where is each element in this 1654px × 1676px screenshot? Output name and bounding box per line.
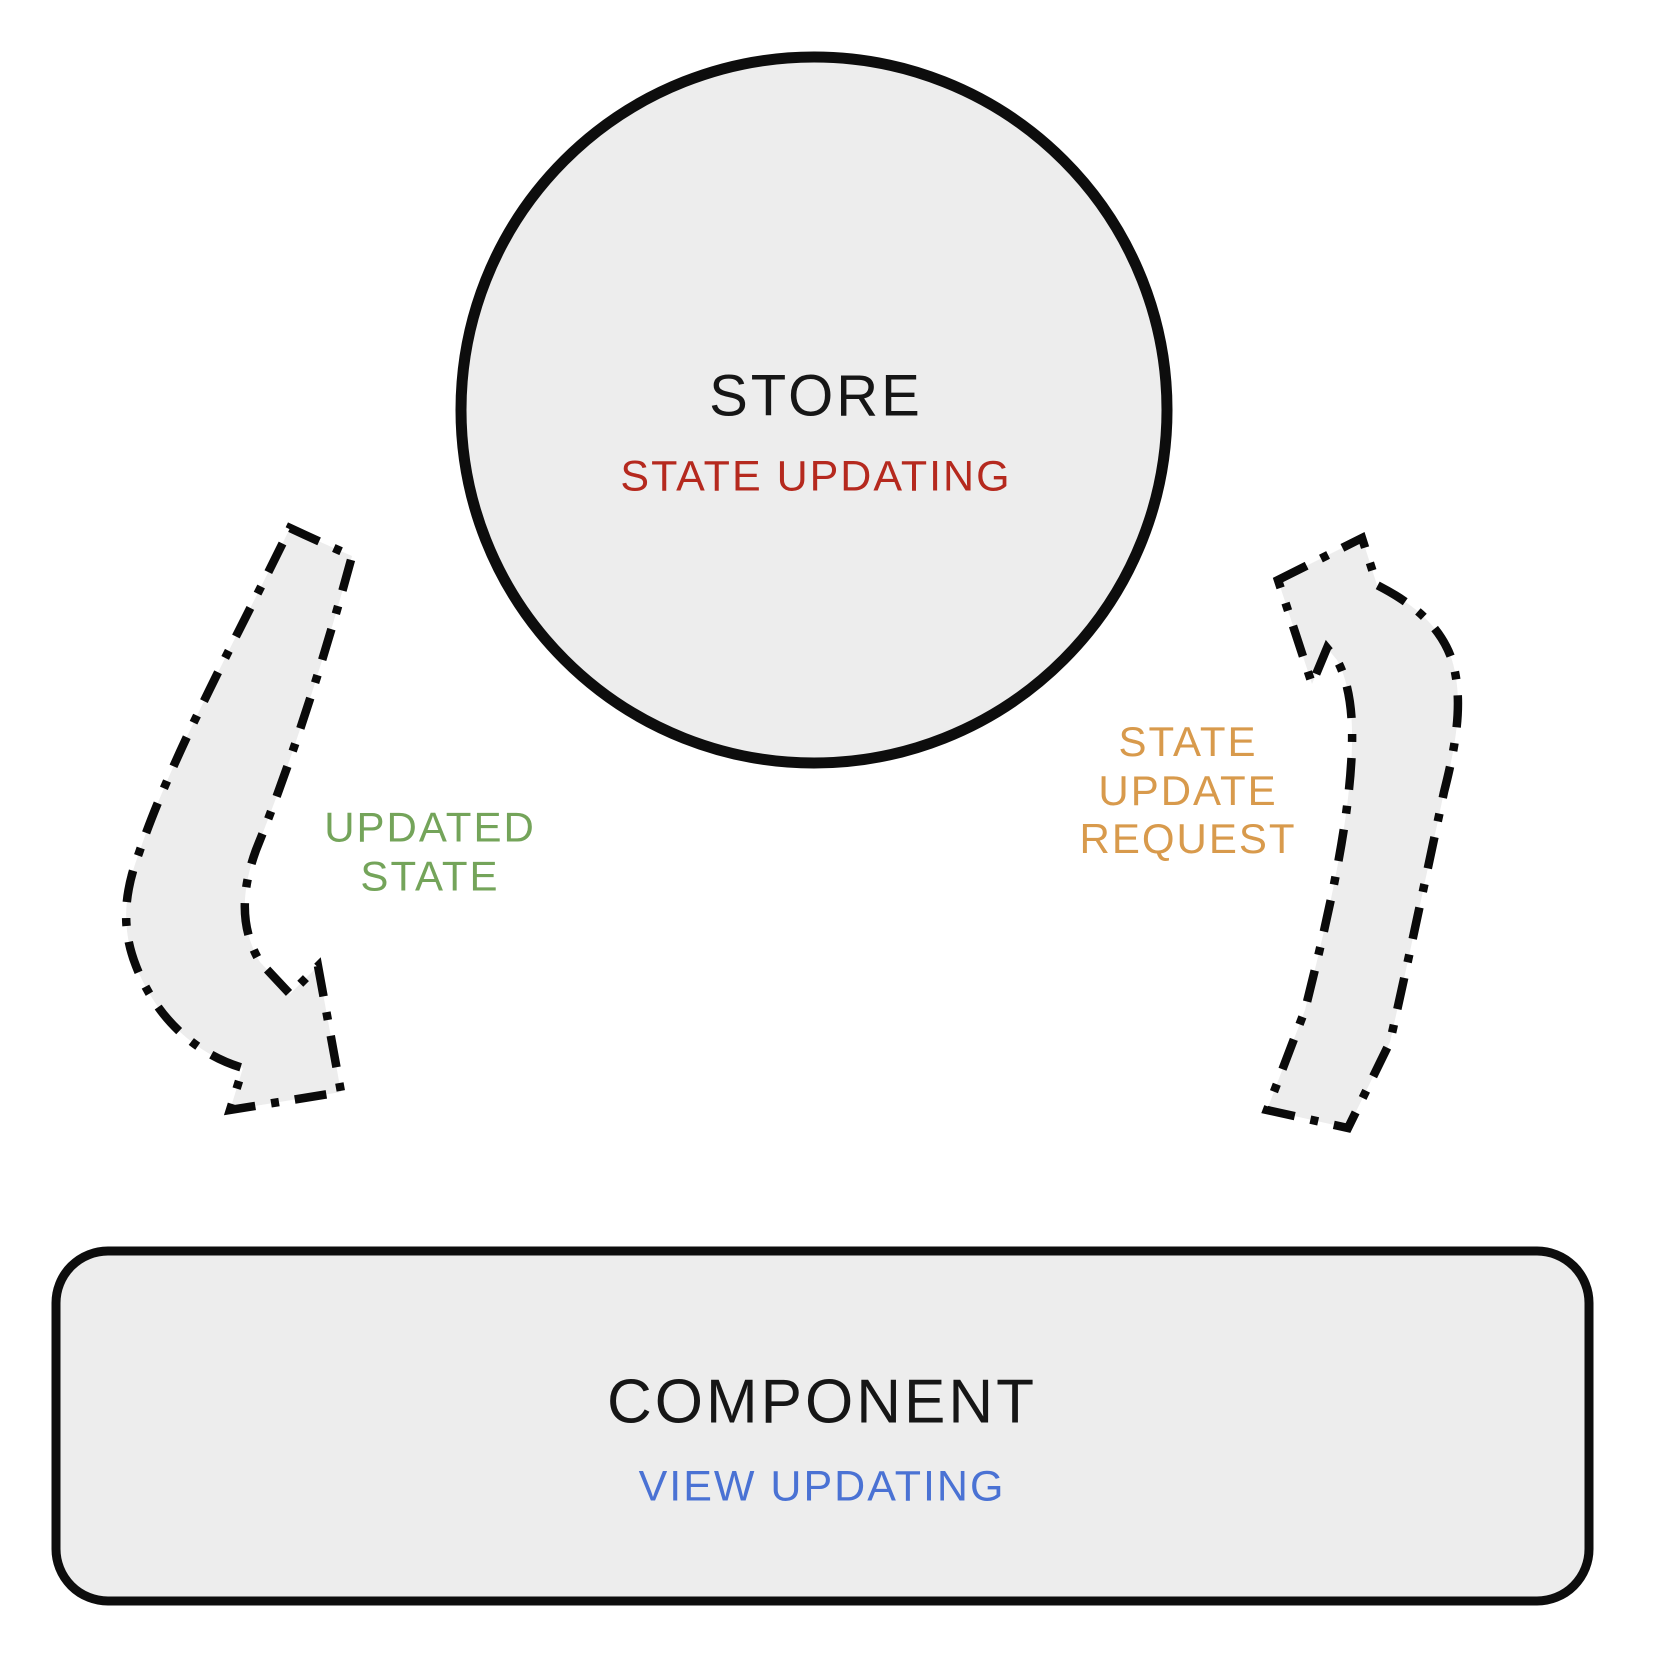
- component-box: [51, 1246, 1594, 1606]
- state-update-request-arrow: [1261, 531, 1463, 1133]
- state-update-request-arrow-label-line1: STATE: [1118, 717, 1258, 765]
- component-subtitle: VIEW UPDATING: [638, 1462, 1006, 1511]
- component-title: COMPONENT: [607, 1367, 1037, 1437]
- updated-state-arrow-label-line2: STATE: [360, 852, 500, 899]
- state-update-request-arrow-label: STATE UPDATE REQUEST: [1079, 718, 1296, 864]
- state-update-request-arrow-label-line3: REQUEST: [1079, 815, 1297, 863]
- store-circle: [455, 51, 1173, 769]
- state-update-request-arrow-label-line2: UPDATE: [1098, 766, 1278, 814]
- updated-state-arrow: [121, 522, 358, 1116]
- store-title: STORE: [709, 363, 923, 429]
- updated-state-arrow-label-line1: UPDATED: [324, 803, 536, 851]
- store-subtitle: STATE UPDATING: [620, 452, 1012, 501]
- updated-state-arrow-label: UPDATED STATE: [324, 803, 536, 900]
